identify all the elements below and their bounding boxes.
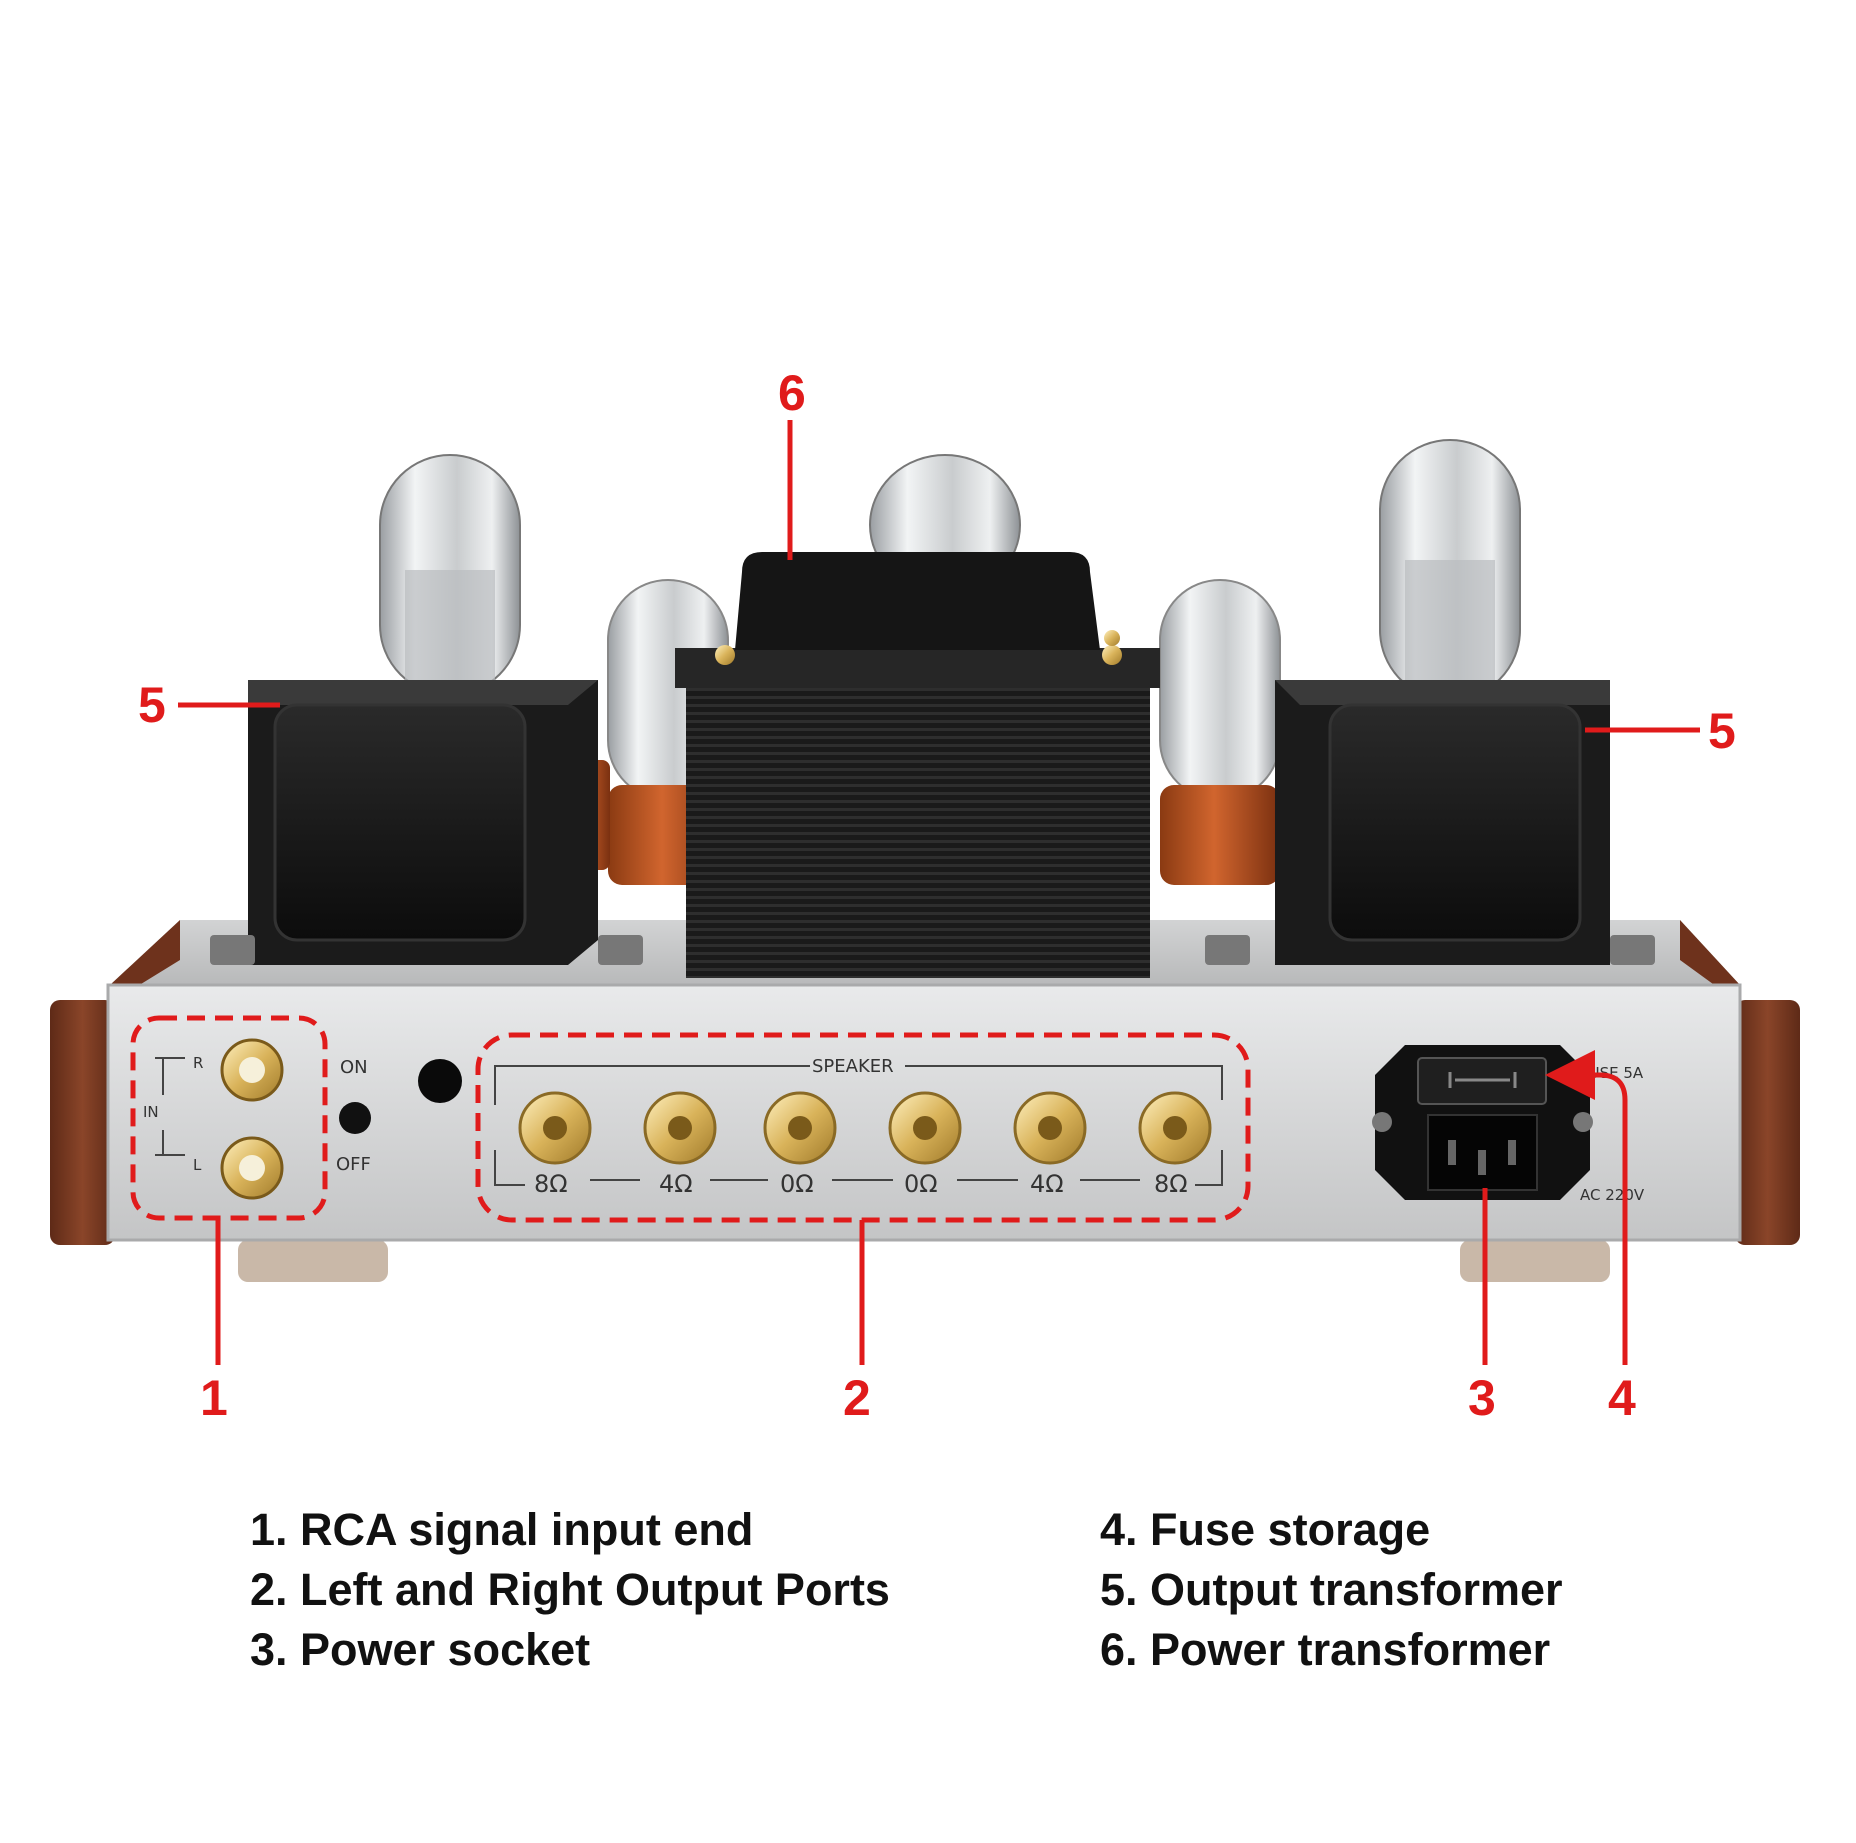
callout-5-right: 5 [1708, 703, 1736, 759]
ohm-label-5: 4Ω [1030, 1170, 1064, 1198]
speaker-label: SPEAKER [812, 1056, 894, 1077]
legend-item-4: 4. Fuse storage [1100, 1504, 1431, 1555]
power-socket[interactable] [1372, 1045, 1593, 1200]
wood-side-panels [50, 920, 1800, 1245]
speaker-binding-posts [518, 1091, 1212, 1181]
power-transformer [675, 552, 1160, 978]
output-transformer-right [1275, 680, 1610, 965]
switch-label-on: ON [340, 1057, 368, 1078]
callout-3: 3 [1468, 1370, 1496, 1426]
input-label-l: L [193, 1156, 202, 1174]
rca-input-jacks [155, 1038, 284, 1200]
input-label-in: IN [143, 1103, 159, 1121]
vacuum-tubes [379, 439, 1521, 885]
legend-item-3: 3. Power socket [250, 1624, 591, 1675]
callout-lines [178, 420, 1700, 1365]
ac-voltage-label: AC 220V [1580, 1186, 1645, 1204]
power-switch[interactable] [339, 1102, 371, 1134]
output-transformer-left [248, 680, 598, 965]
speaker-section-frame [494, 1065, 1223, 1186]
input-label-r: R [193, 1054, 203, 1072]
callout-5-left: 5 [138, 677, 166, 733]
callout-1: 1 [200, 1370, 228, 1426]
ohm-label-2: 4Ω [659, 1170, 693, 1198]
ohm-label-4: 0Ω [904, 1170, 938, 1198]
callout-6: 6 [778, 365, 806, 421]
volume-knob-hole [418, 1059, 462, 1103]
ohm-label-6: 8Ω [1154, 1170, 1188, 1198]
legend-left-column: 1. RCA signal input end 2. Left and Righ… [250, 1500, 890, 1680]
callout-2: 2 [843, 1370, 871, 1426]
callout-4: 4 [1608, 1370, 1636, 1426]
ohm-label-3: 0Ω [780, 1170, 814, 1198]
switch-label-off: OFF [336, 1154, 371, 1175]
legend-right-column: 4. Fuse storage 5. Output transformer 6.… [1100, 1500, 1563, 1680]
legend-item-1: 1. RCA signal input end [250, 1504, 754, 1555]
amplifier-feet [238, 1240, 1610, 1282]
legend-item-5: 5. Output transformer [1100, 1564, 1563, 1615]
mounting-screws [210, 935, 1655, 965]
legend-item-2: 2. Left and Right Output Ports [250, 1564, 890, 1615]
legend-item-6: 6. Power transformer [1100, 1624, 1551, 1675]
ohm-label-1: 8Ω [534, 1170, 568, 1198]
